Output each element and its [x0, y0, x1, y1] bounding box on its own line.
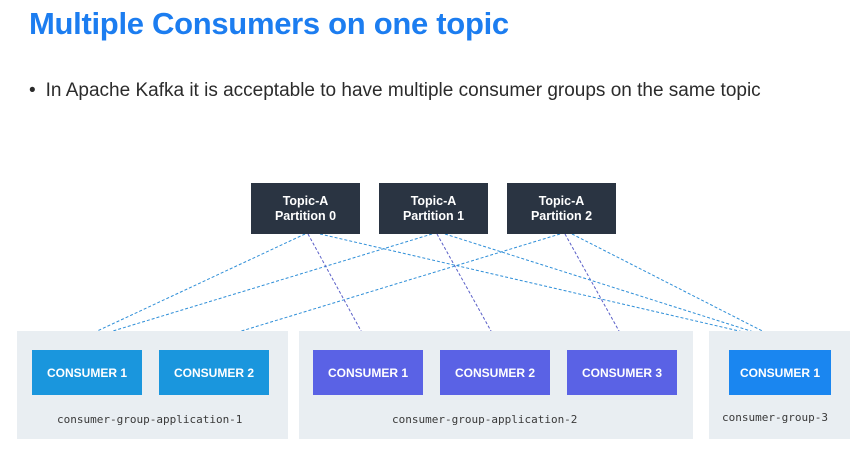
group2-consumer-1: CONSUMER 1 [313, 350, 423, 395]
group1-consumer-2: CONSUMER 2 [159, 350, 269, 395]
group2-label: consumer-group-application-2 [392, 413, 578, 426]
partition-topic-label: Topic-A [410, 193, 457, 208]
arrow-p2-to-g3-consumer1 [571, 233, 781, 341]
arrow-p0-to-g3-consumer1 [319, 233, 779, 343]
arrow-p0-to-g1-consumer1 [77, 233, 306, 341]
page-title: Multiple Consumers on one topic [29, 6, 509, 41]
partition-number-label: Partition 1 [402, 208, 465, 223]
group1-label: consumer-group-application-1 [57, 413, 243, 426]
bullet-dot-icon: • [29, 80, 36, 101]
bullet-text: In Apache Kafka it is acceptable to have… [45, 80, 761, 101]
topic-a-partition-0: Topic-A Partition 0 [251, 183, 360, 234]
group3-consumer-1: CONSUMER 1 [729, 350, 831, 395]
partition-topic-label: Topic-A [282, 193, 329, 208]
bullet-point: • In Apache Kafka it is acceptable to hav… [29, 80, 761, 102]
arrow-p1-to-g3-consumer1 [444, 233, 780, 342]
partition-number-label: Partition 0 [274, 208, 337, 223]
arrow-p0-to-g2-consumer1 [307, 233, 367, 341]
arrow-p2-to-g1-consumer2 [211, 233, 561, 342]
arrow-p1-to-g1-consumer1 [79, 233, 433, 343]
partition-number-label: Partition 2 [530, 208, 593, 223]
arrow-p1-to-g2-consumer2 [436, 233, 497, 341]
topic-a-partition-1: Topic-A Partition 1 [379, 183, 488, 234]
group2-consumer-3: CONSUMER 3 [567, 350, 677, 395]
group2-consumer-2: CONSUMER 2 [440, 350, 550, 395]
partition-topic-label: Topic-A [538, 193, 585, 208]
topic-a-partition-2: Topic-A Partition 2 [507, 183, 616, 234]
arrow-p2-to-g2-consumer3 [564, 233, 625, 341]
group1-consumer-1: CONSUMER 1 [32, 350, 142, 395]
group3-label: consumer-group-3 [722, 411, 828, 424]
